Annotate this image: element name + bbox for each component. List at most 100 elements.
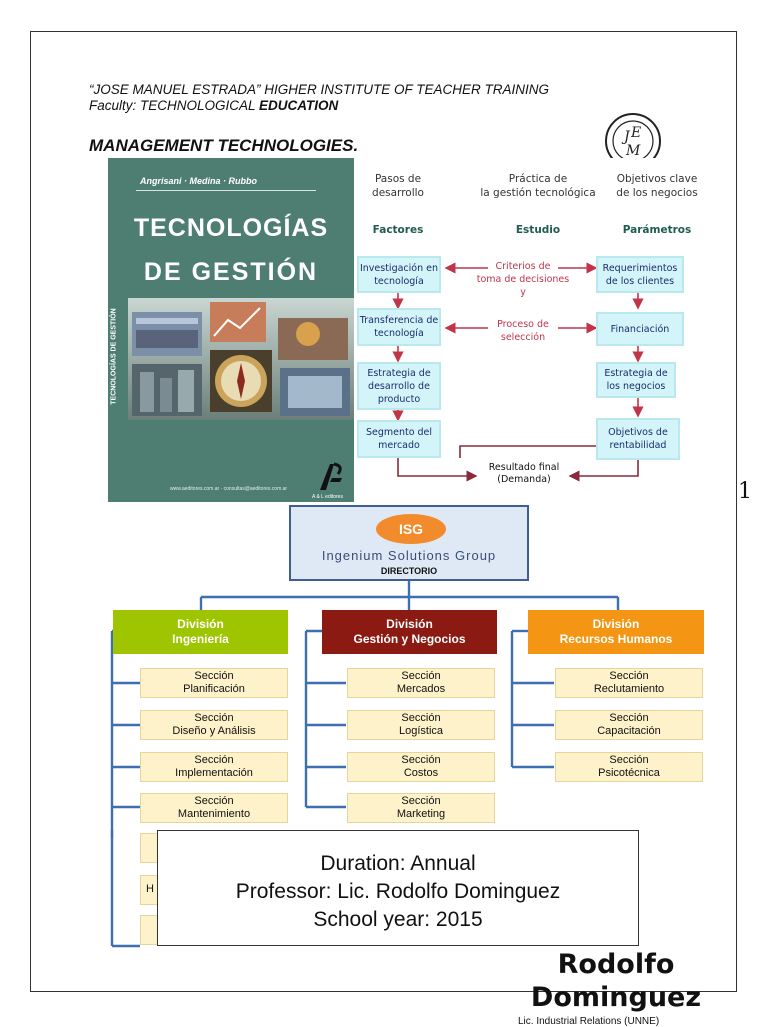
col3-header-line1: Objetivos clave: [616, 173, 698, 185]
col1-subheader: Factores: [372, 224, 424, 236]
isg-logo: ISG: [376, 514, 446, 544]
final-result-line2: (Demanda): [497, 474, 551, 485]
flow-box-investigacion: Investigación en tecnología: [357, 256, 441, 293]
org-chart-connectors: [110, 581, 620, 838]
col1-header-line1: Pasos de: [374, 173, 422, 185]
selection-line1: Proceso de: [497, 319, 549, 330]
institution-name: “JOSE MANUEL ESTRADA” HIGHER INSTITUTE O…: [89, 82, 550, 97]
division-label: División: [592, 617, 640, 631]
org-chart-connectors-lower: [110, 830, 140, 948]
publisher-name: A & L editores: [312, 494, 343, 500]
page-number: 1: [738, 479, 752, 504]
author-last-name: Dominguez: [530, 982, 702, 1013]
svg-text:M: M: [625, 143, 641, 159]
section-name: Psicotécnica: [598, 767, 660, 779]
author-credentials: Lic. Industrial Relations (UNNE): [518, 1016, 660, 1027]
spine-text: TECNOLOGÍAS DE GESTIÓN: [110, 308, 118, 405]
section-name: Diseño y Análisis: [172, 725, 256, 737]
svg-text:E: E: [630, 125, 641, 141]
directorio-box: ISG Ingenium Solutions Group DIRECTORIO: [289, 505, 529, 581]
section-name: Marketing: [396, 808, 446, 820]
faculty-label: Faculty: TECHNOLOGICAL: [89, 98, 260, 113]
division-label: División: [177, 617, 224, 631]
svg-text:J: J: [621, 129, 631, 145]
section-label: Sección: [609, 754, 649, 766]
flow-box-transferencia: Transferencia de tecnología: [357, 308, 441, 346]
col3-header: Objetivos clave de los negocios: [600, 172, 714, 200]
final-result: Resultado final (Demanda): [480, 462, 568, 486]
course-title: MANAGEMENT TECHNOLOGIES.: [89, 136, 359, 155]
flow-box-segmento: Segmento del mercado: [357, 420, 441, 458]
author-name: Rodolfo Dominguez: [522, 948, 710, 1014]
section-label: Sección: [194, 670, 234, 682]
section-label: Sección: [401, 670, 441, 682]
page-border: [30, 31, 737, 992]
management-flow-diagram: Pasos de desarrollo Práctica de la gesti…: [354, 158, 720, 502]
section-partial-2: H: [140, 875, 160, 905]
book-title-line2: DE GESTIÓN: [143, 258, 319, 286]
section-label: Sección: [194, 712, 234, 724]
course-info-box: Duration: Annual Professor: Lic. Rodolfo…: [157, 830, 639, 946]
section-name: Mantenimiento: [177, 808, 251, 820]
division-name: Recursos Humanos: [559, 632, 673, 646]
directorio-label: DIRECTORIO: [380, 566, 438, 576]
col2-header: Práctica de la gestión tecnológica: [458, 172, 618, 200]
criteria-text: Criterios de toma de decisiones y: [458, 260, 588, 299]
section-partial-letter: H: [146, 883, 154, 895]
selection-line2: selección: [500, 332, 546, 343]
section-name: Capacitación: [597, 725, 661, 737]
flow-box-requerimientos: Requerimientos de los clientes: [596, 256, 684, 293]
publisher-website: www.aeditores.com.ar · consultas@aeditor…: [170, 486, 288, 492]
division-label: División: [386, 617, 433, 631]
criteria-line1: Criterios de: [495, 261, 551, 272]
section-name: Mercados: [396, 683, 446, 695]
flow-box-estrategia-negocios: Estrategia de los negocios: [596, 362, 676, 398]
final-result-line1: Resultado final: [488, 462, 560, 473]
flow-box-financiacion: Financiación: [596, 312, 684, 346]
col2-header-line2: la gestión tecnológica: [480, 187, 596, 199]
selection-text: Proceso de selección: [458, 318, 588, 344]
section-name: Logística: [398, 725, 444, 737]
col1-header-line2: desarrollo: [372, 187, 424, 199]
section-name: Implementación: [175, 767, 253, 779]
division-name: Ingeniería: [172, 632, 229, 646]
col2-header-line1: Práctica de: [508, 173, 568, 185]
professor-text: Professor: Lic. Rodolfo Dominguez: [235, 880, 561, 903]
section-label: Sección: [401, 712, 441, 724]
faculty-line: Faculty: TECHNOLOGICAL EDUCATION: [89, 98, 549, 114]
criteria-line3: y: [520, 287, 526, 298]
criteria-line2: toma de decisiones: [476, 274, 570, 285]
institution-header: “JOSE MANUEL ESTRADA” HIGHER INSTITUTE O…: [89, 82, 549, 114]
duration-text: Duration: Annual: [320, 852, 476, 875]
col2-subheader: Estudio: [515, 224, 561, 236]
section-label: Sección: [609, 670, 649, 682]
section-label: Sección: [401, 754, 441, 766]
cover-photo-collage: [128, 298, 354, 420]
cover-rule: [136, 190, 316, 191]
section-name: Planificación: [183, 683, 245, 695]
col1-header: Pasos de desarrollo: [356, 172, 440, 200]
flow-box-estrategia-producto: Estrategia de desarrollo de producto: [357, 362, 441, 410]
section-label: Sección: [194, 754, 234, 766]
faculty-name: EDUCATION: [259, 98, 339, 113]
book-authors: Angrisani · Medina · Rubbo: [140, 176, 257, 186]
author-first-name: Rodolfo: [557, 949, 675, 980]
section-label: Sección: [609, 712, 649, 724]
section-label: Sección: [194, 795, 234, 807]
school-year-text: School year: 2015: [313, 908, 483, 931]
flow-box-rentabilidad: Objetivos de rentabilidad: [596, 418, 680, 460]
section-name: Costos: [403, 767, 439, 779]
section-name: Reclutamiento: [593, 683, 665, 695]
